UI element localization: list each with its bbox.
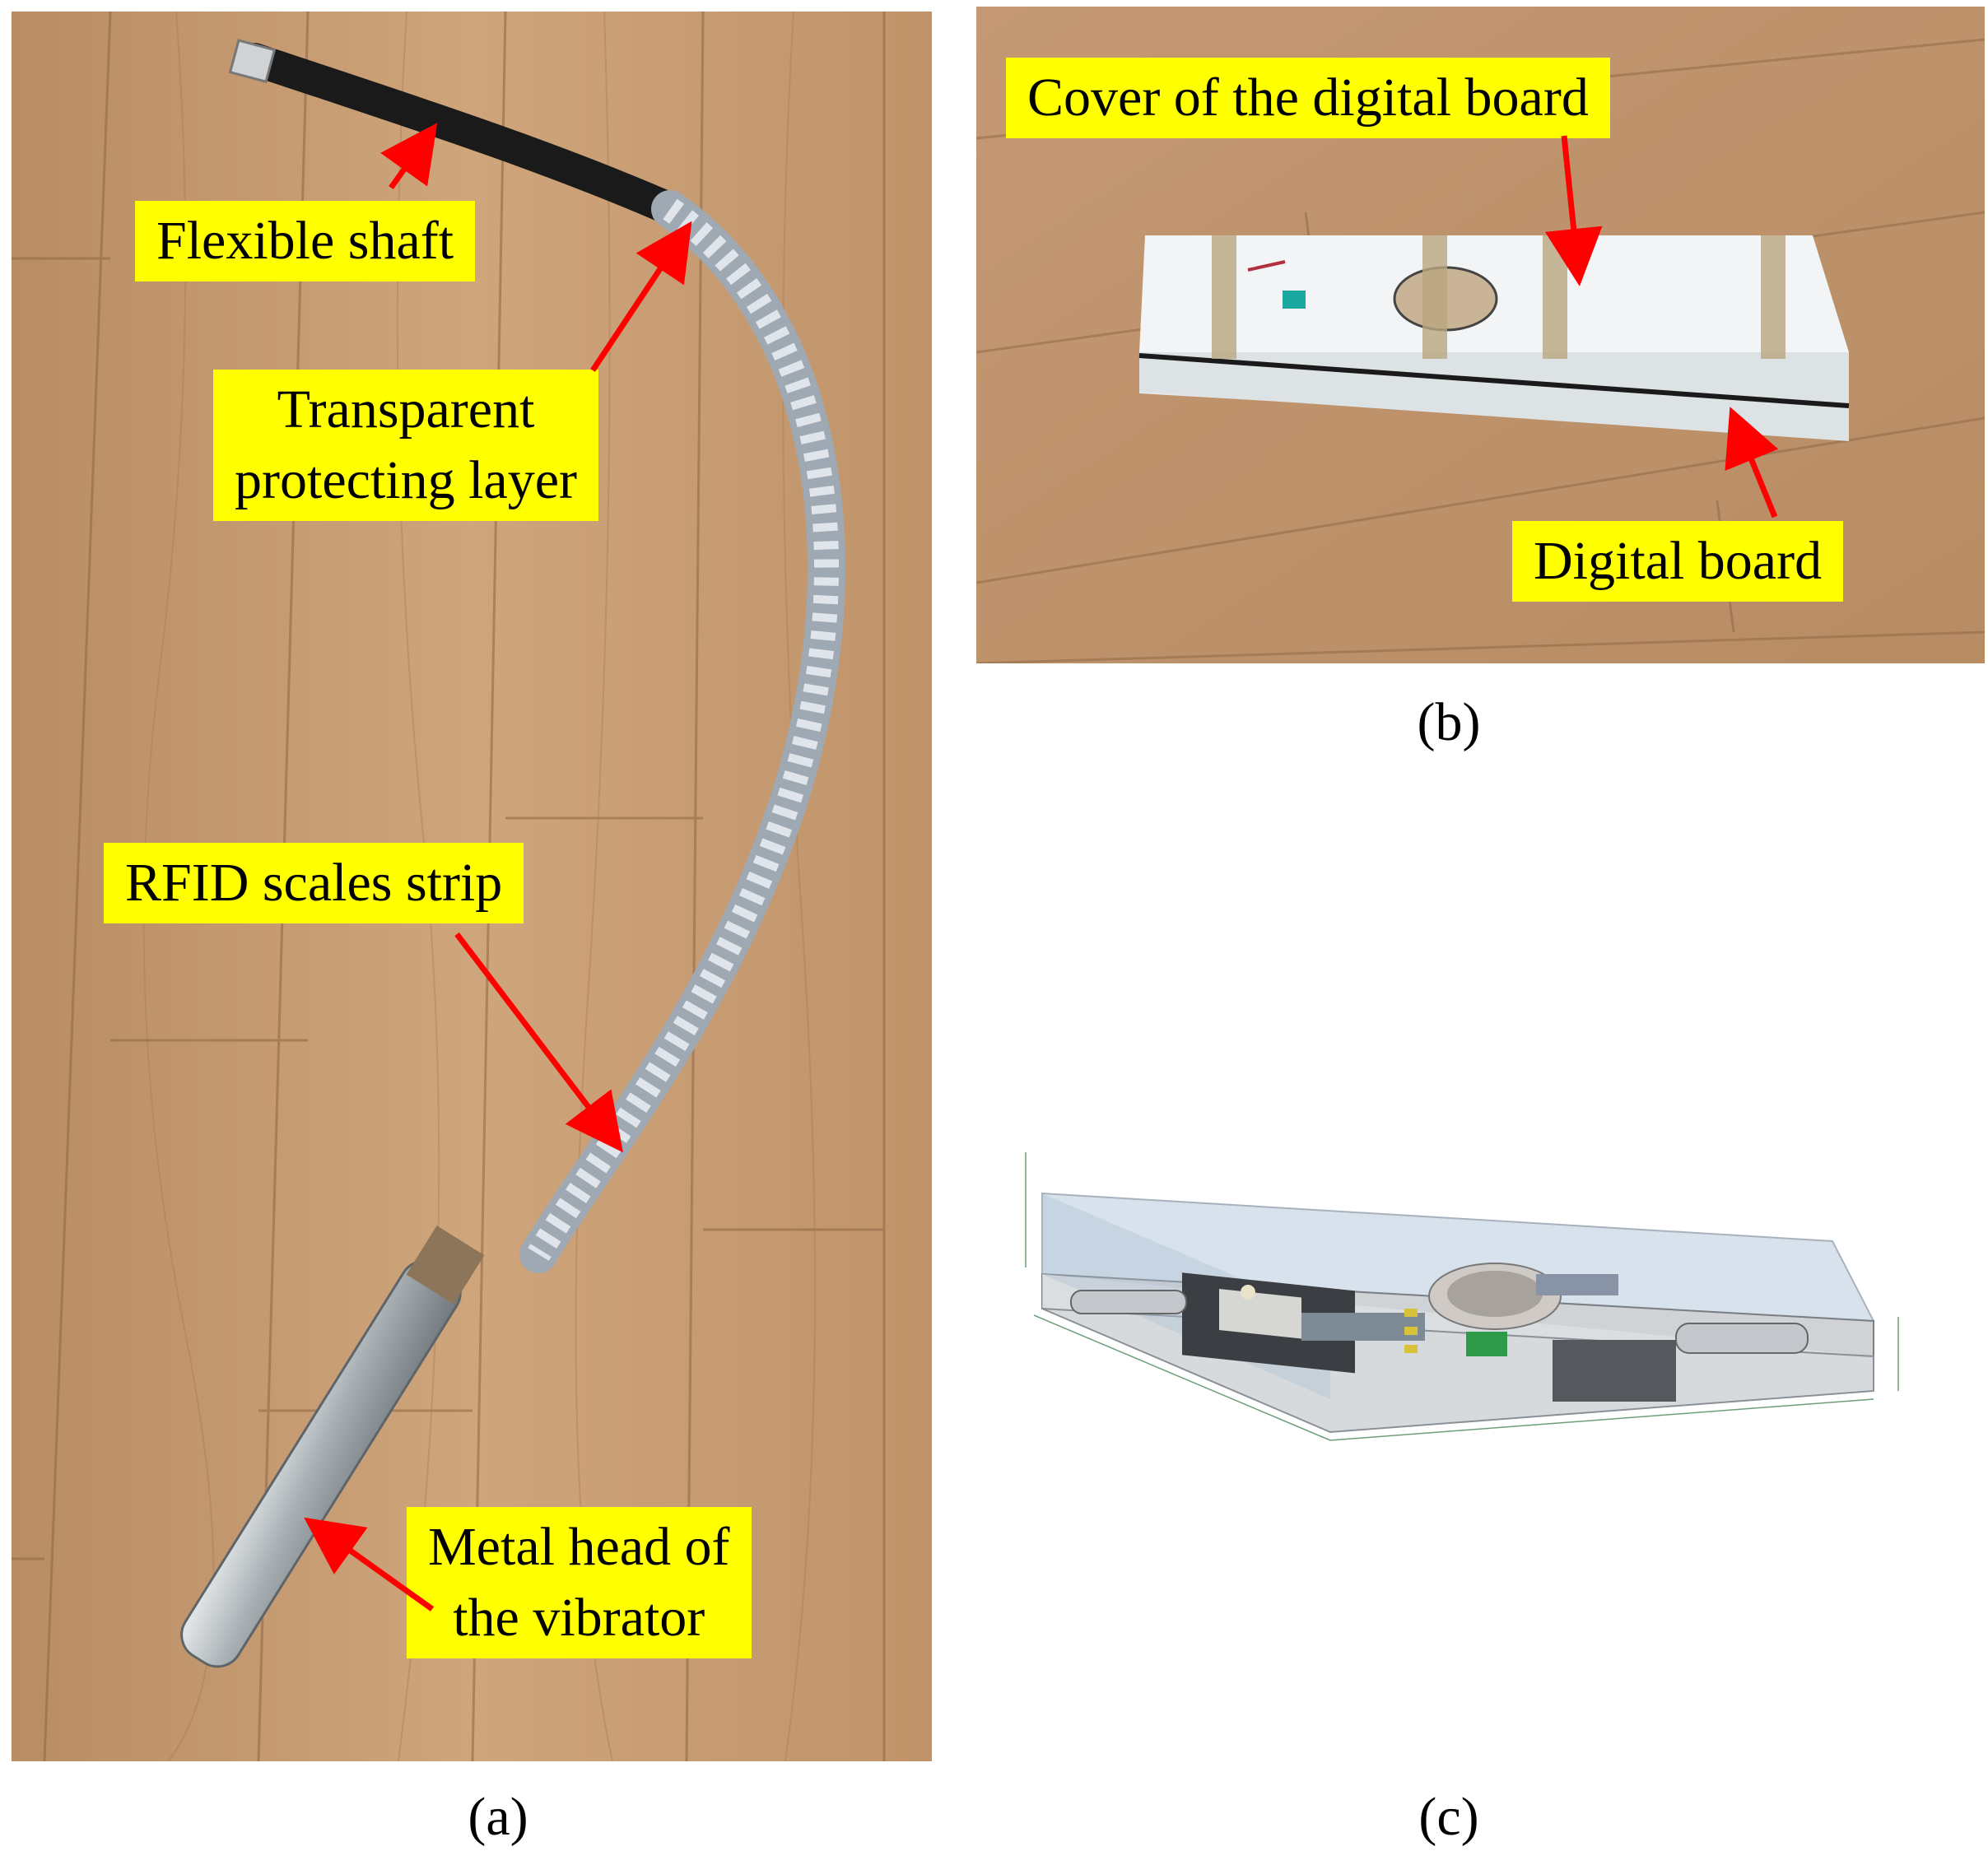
label-flexible-shaft-text: Flexible shaft bbox=[156, 211, 454, 271]
cad-render-digital-board bbox=[976, 1119, 1985, 1547]
caption-a: (a) bbox=[468, 1787, 528, 1847]
label-transparent-layer-line1: Transparent bbox=[277, 379, 535, 440]
label-flexible-shaft: Flexible shaft bbox=[135, 201, 476, 281]
cad-render-image bbox=[976, 1119, 1985, 1547]
label-metal-head: Metal head of the vibrator bbox=[407, 1507, 752, 1658]
label-transparent-layer-line2: protecting layer bbox=[235, 450, 577, 510]
label-cover-digital-board-text: Cover of the digital board bbox=[1027, 67, 1589, 128]
label-digital-board-text: Digital board bbox=[1534, 531, 1823, 591]
label-metal-head-line1: Metal head of bbox=[428, 1517, 730, 1577]
caption-c: (c) bbox=[1418, 1787, 1479, 1847]
label-rfid-strip-text: RFID scales strip bbox=[125, 853, 503, 913]
label-rfid-strip: RFID scales strip bbox=[104, 843, 524, 923]
caption-b: (b) bbox=[1417, 692, 1481, 752]
label-cover-digital-board: Cover of the digital board bbox=[1006, 58, 1610, 138]
photo-vibrator: Flexible shaft Transparent protecting la… bbox=[12, 12, 932, 1761]
photo-digital-board: Cover of the digital board Digital board bbox=[976, 7, 1985, 663]
label-metal-head-line2: the vibrator bbox=[453, 1588, 705, 1648]
label-digital-board: Digital board bbox=[1512, 521, 1844, 602]
label-transparent-layer: Transparent protecting layer bbox=[213, 370, 598, 521]
